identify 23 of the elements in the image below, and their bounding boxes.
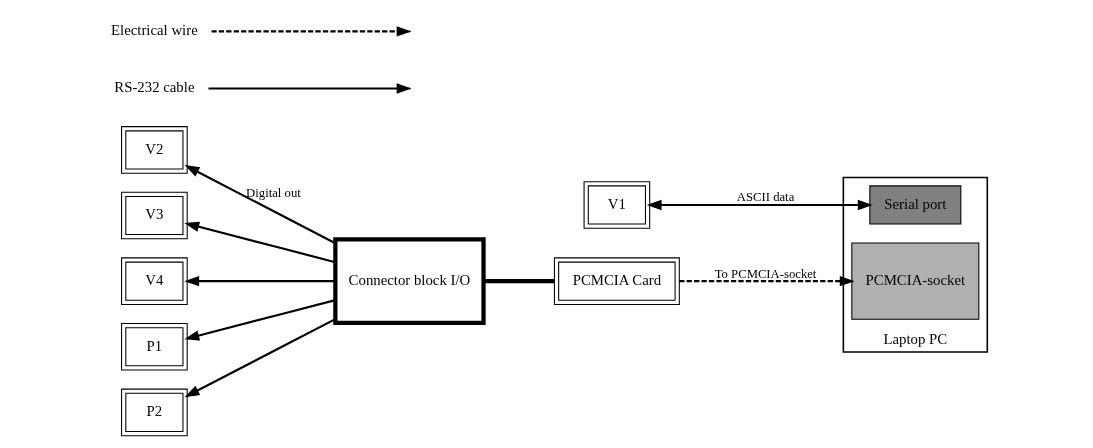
node-box: V2 [121, 126, 188, 174]
node-text: Electrical wire [111, 22, 198, 39]
edge-label: To PCMCIA-socket [714, 266, 817, 281]
node-box: PCMCIA Card [553, 257, 680, 305]
node-box: V4 [121, 257, 188, 305]
node-box: Connector block I/O [333, 237, 486, 326]
node-box: P1 [121, 322, 188, 371]
node-box: Serial port [869, 185, 962, 225]
node-box: V1 [583, 181, 651, 229]
edge-label: Digital out [246, 186, 301, 201]
arrow [679, 275, 855, 287]
arrow [184, 318, 336, 398]
arrow [184, 275, 336, 287]
node-box: V3 [121, 191, 188, 240]
node-box: P2 [121, 388, 188, 437]
node-box: PCMCIA-socket [851, 242, 980, 320]
node-text: RS-232 cable [114, 79, 195, 96]
arrow [184, 221, 336, 264]
connector [483, 279, 555, 284]
arrow [646, 199, 873, 211]
arrow [184, 299, 336, 341]
edge-label: ASCII data [736, 190, 795, 205]
arrow [184, 165, 336, 245]
